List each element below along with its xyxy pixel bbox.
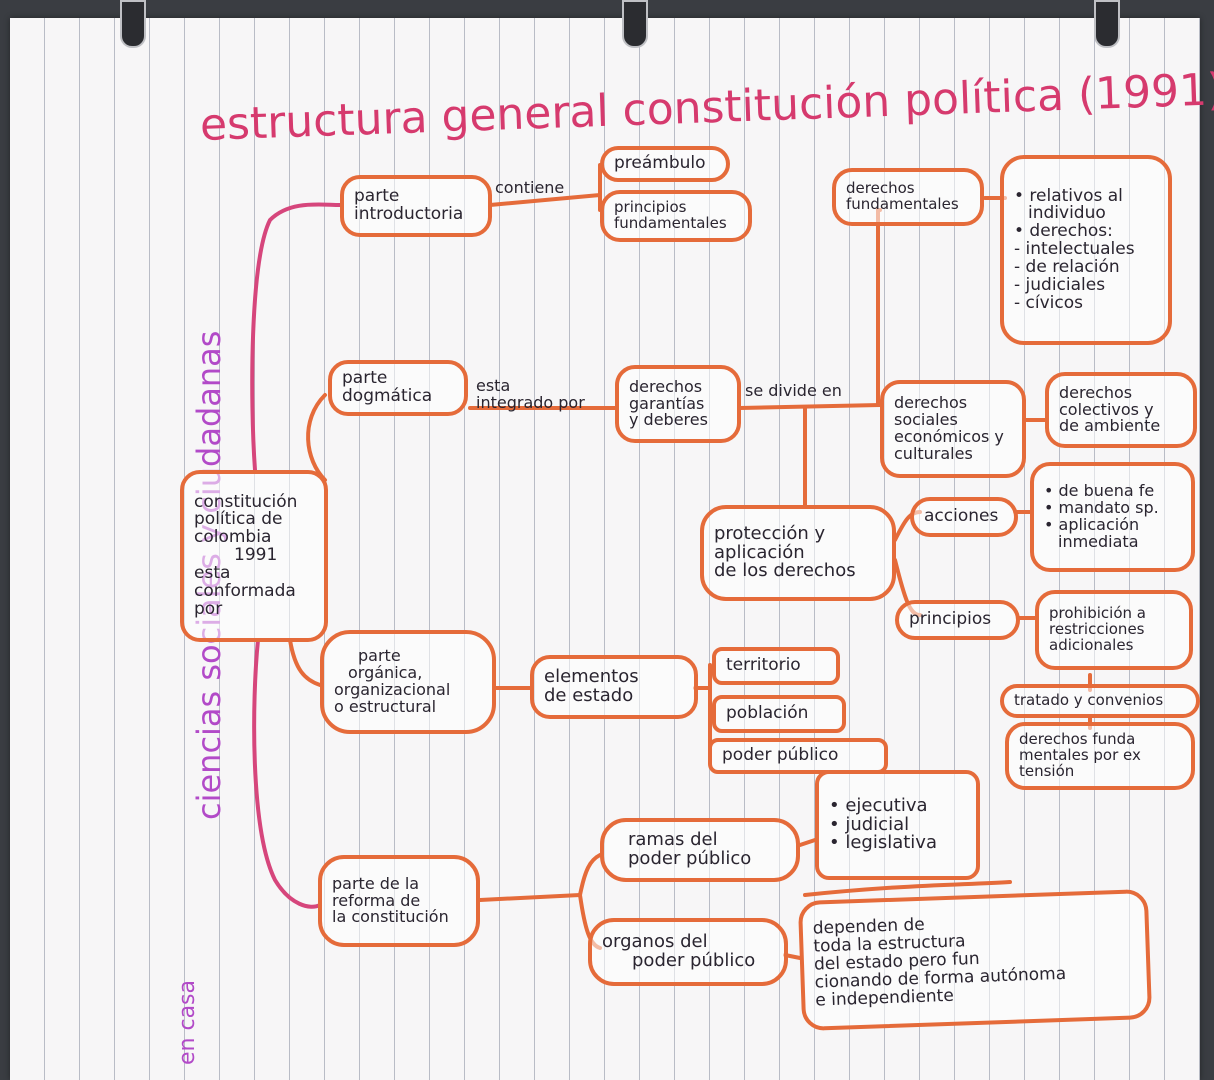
label-integrado-por: esta integrado por xyxy=(476,376,585,412)
node-preambulo: preámbulo xyxy=(600,146,730,182)
node-derechos-garantias-deberes: derechos garantías y deberes xyxy=(615,365,741,443)
node-ramas-poder: ramas del poder público xyxy=(600,818,800,882)
node-constitucion: constitución política de colombia 1991 e… xyxy=(180,470,328,642)
binder-hole xyxy=(120,0,146,48)
node-fundamentales-detail: • relativos al individuo • derechos: - i… xyxy=(1000,155,1172,345)
node-prohibicion: prohibición a restricciones adicionales xyxy=(1035,590,1193,670)
node-poder-publico: poder público xyxy=(708,738,888,774)
node-proteccion-aplicacion: protección y aplicación de los derechos xyxy=(700,505,896,601)
node-derechos-sociales: derechos sociales económicos y culturale… xyxy=(880,380,1026,478)
binder-hole xyxy=(1094,0,1120,48)
node-parte-dogmatica: parte dogmática xyxy=(328,360,468,416)
binder-hole xyxy=(622,0,648,48)
node-acciones-detail: • de buena fe • mandato sp. • aplicación… xyxy=(1030,462,1195,572)
node-organos-poder: organos del poder público xyxy=(588,918,788,986)
node-principios-fundamentales: principios fundamentales xyxy=(600,190,752,242)
label-contiene: contiene xyxy=(495,178,565,197)
node-fundamentales-extension: derechos funda mentales por ex tensión xyxy=(1005,722,1195,790)
node-territorio: territorio xyxy=(712,647,840,685)
link-contiene xyxy=(488,193,602,207)
node-parte-organica: parte orgánica, organizacional o estruct… xyxy=(320,630,496,734)
node-derechos-colectivos: derechos colectivos y de ambiente xyxy=(1045,372,1197,448)
node-acciones: acciones xyxy=(910,497,1018,537)
trunk-to-reforma xyxy=(252,638,322,909)
node-parte-introductoria: parte introductoria xyxy=(340,175,492,237)
link-organica xyxy=(288,638,322,687)
node-derechos-fundamentales: derechos fundamentales xyxy=(832,168,984,226)
node-organos-detail: dependen de toda la estructura del estad… xyxy=(797,888,1153,1032)
trunk-to-intro xyxy=(250,202,342,472)
subject-label-secondary: en casa xyxy=(175,980,200,1065)
node-ramas-detail: • ejecutiva • judicial • legislativa xyxy=(815,770,980,880)
node-parte-reforma: parte de la reforma de la constitución xyxy=(318,855,480,947)
link-divide xyxy=(738,403,882,410)
node-tratado-convenios: tratado y convenios xyxy=(1000,684,1200,718)
label-se-divide-en: se divide en xyxy=(745,381,842,400)
link-dogmatica xyxy=(306,393,327,482)
node-poblacion: población xyxy=(712,695,846,733)
node-elementos-estado: elementos de estado xyxy=(530,655,698,719)
node-principios: principios xyxy=(895,600,1020,640)
